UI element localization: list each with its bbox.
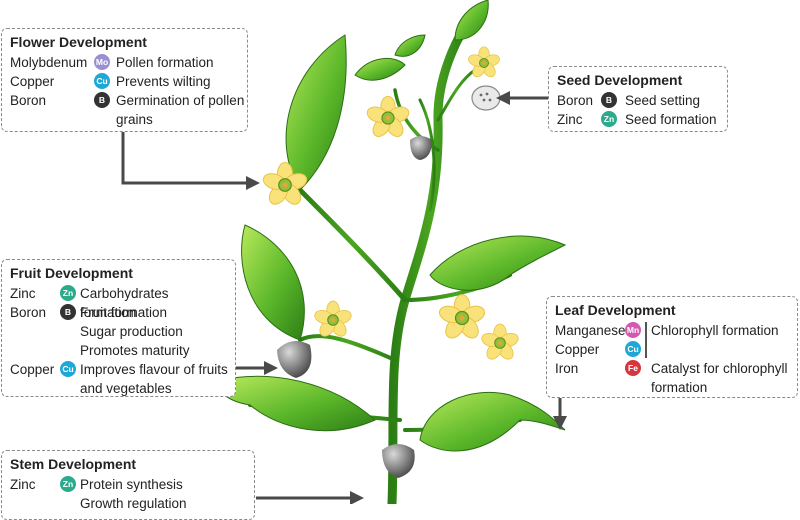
nutrient-row: Manganese Mn Chlorophyll formation [555,321,789,340]
nutrient-function: Seed formation [625,112,717,127]
nutrient-function: Pollen formation [116,55,214,70]
flower-development-box: Flower Development Molybdenum Mo Pollen … [1,28,248,132]
zinc-symbol: Zn [60,285,76,301]
nutrient-function: Sugar production [80,324,183,339]
connector-arrows [121,96,562,500]
seed-development-box: Seed Development Boron B Seed setting Zi… [548,66,728,132]
nutrient-name: Boron [10,305,47,320]
nutrient-function: Seed setting [625,93,701,108]
box-title: Seed Development [557,72,683,88]
copper-symbol: Cu [625,341,641,357]
nutrient-name: Iron [555,361,579,376]
nutrient-row: Copper Cu Prevents wilting [10,72,239,91]
box-title: Leaf Development [555,302,676,318]
nutrient-name: Manganese [555,323,626,338]
boron-symbol: B [60,304,76,320]
nutrient-function: Improves flavour of fruits and vegetable… [80,362,228,396]
stem-development-box: Stem Development Zinc Zn Protein synthes… [1,450,255,520]
zinc-symbol: Zn [601,111,617,127]
grouping-bracket [645,322,647,358]
molybdenum-symbol: Mo [94,54,110,70]
nutrient-name: Molybdenum [10,55,88,70]
nutrient-row: Copper Cu Improves flavour of fruits and… [10,360,228,398]
copper-symbol: Cu [94,73,110,89]
nutrient-function: Carbohydrates formation [80,286,169,320]
box-title: Flower Development [10,34,147,50]
nutrient-function: Promotes maturity [80,343,190,358]
fruit-development-box: Fruit Development Zinc Zn Carbohydrates … [1,259,236,397]
arrow-heads [246,91,567,504]
manganese-symbol: Mn [625,322,641,338]
nutrient-function: Chlorophyll formation [651,323,779,338]
nutrient-row: Copper Cu [555,340,789,359]
nutrient-name: Boron [557,93,594,108]
nutrient-row: Zinc Zn Protein synthesis [10,475,246,494]
nutrient-function: Catalyst for chlorophyll formation [651,361,788,395]
nutrient-row: Boron B Germination of pollen grains [10,91,244,129]
nutrient-row: Zinc Zn Carbohydrates formation [10,284,227,320]
leaf-development-box: Leaf Development Manganese Mn Chlorophyl… [546,296,798,398]
nutrient-row: Zinc Zn Seed formation [557,110,719,129]
nutrient-row: Sugar production [10,322,227,341]
nutrient-name: Zinc [10,286,36,301]
nutrient-row: Molybdenum Mo Pollen formation [10,53,239,72]
copper-symbol: Cu [60,361,76,377]
zinc-symbol: Zn [60,476,76,492]
box-title: Stem Development [10,456,137,472]
nutrient-name: Copper [555,342,600,357]
nutrient-name: Copper [10,74,55,89]
nutrient-row: Promotes maturity [10,341,227,360]
nutrient-row: Boron B Fruit formation [10,303,227,322]
boron-symbol: B [601,92,617,108]
nutrient-function: Fruit formation [80,305,168,320]
nutrient-row: Iron Fe Catalyst for chlorophyll formati… [555,359,789,397]
nutrient-name: Copper [10,362,55,377]
box-title: Fruit Development [10,265,133,281]
pods [277,85,501,478]
iron-symbol: Fe [625,360,641,376]
nutrient-function: Protein synthesis [80,477,183,492]
nutrient-name: Zinc [10,477,36,492]
nutrient-row: Boron B Seed setting [557,91,719,110]
boron-symbol: B [94,92,110,108]
nutrient-name: Boron [10,93,47,108]
nutrient-function: Germination of pollen grains [116,93,245,127]
nutrient-name: Zinc [557,112,583,127]
nutrient-function: Prevents wilting [116,74,211,89]
